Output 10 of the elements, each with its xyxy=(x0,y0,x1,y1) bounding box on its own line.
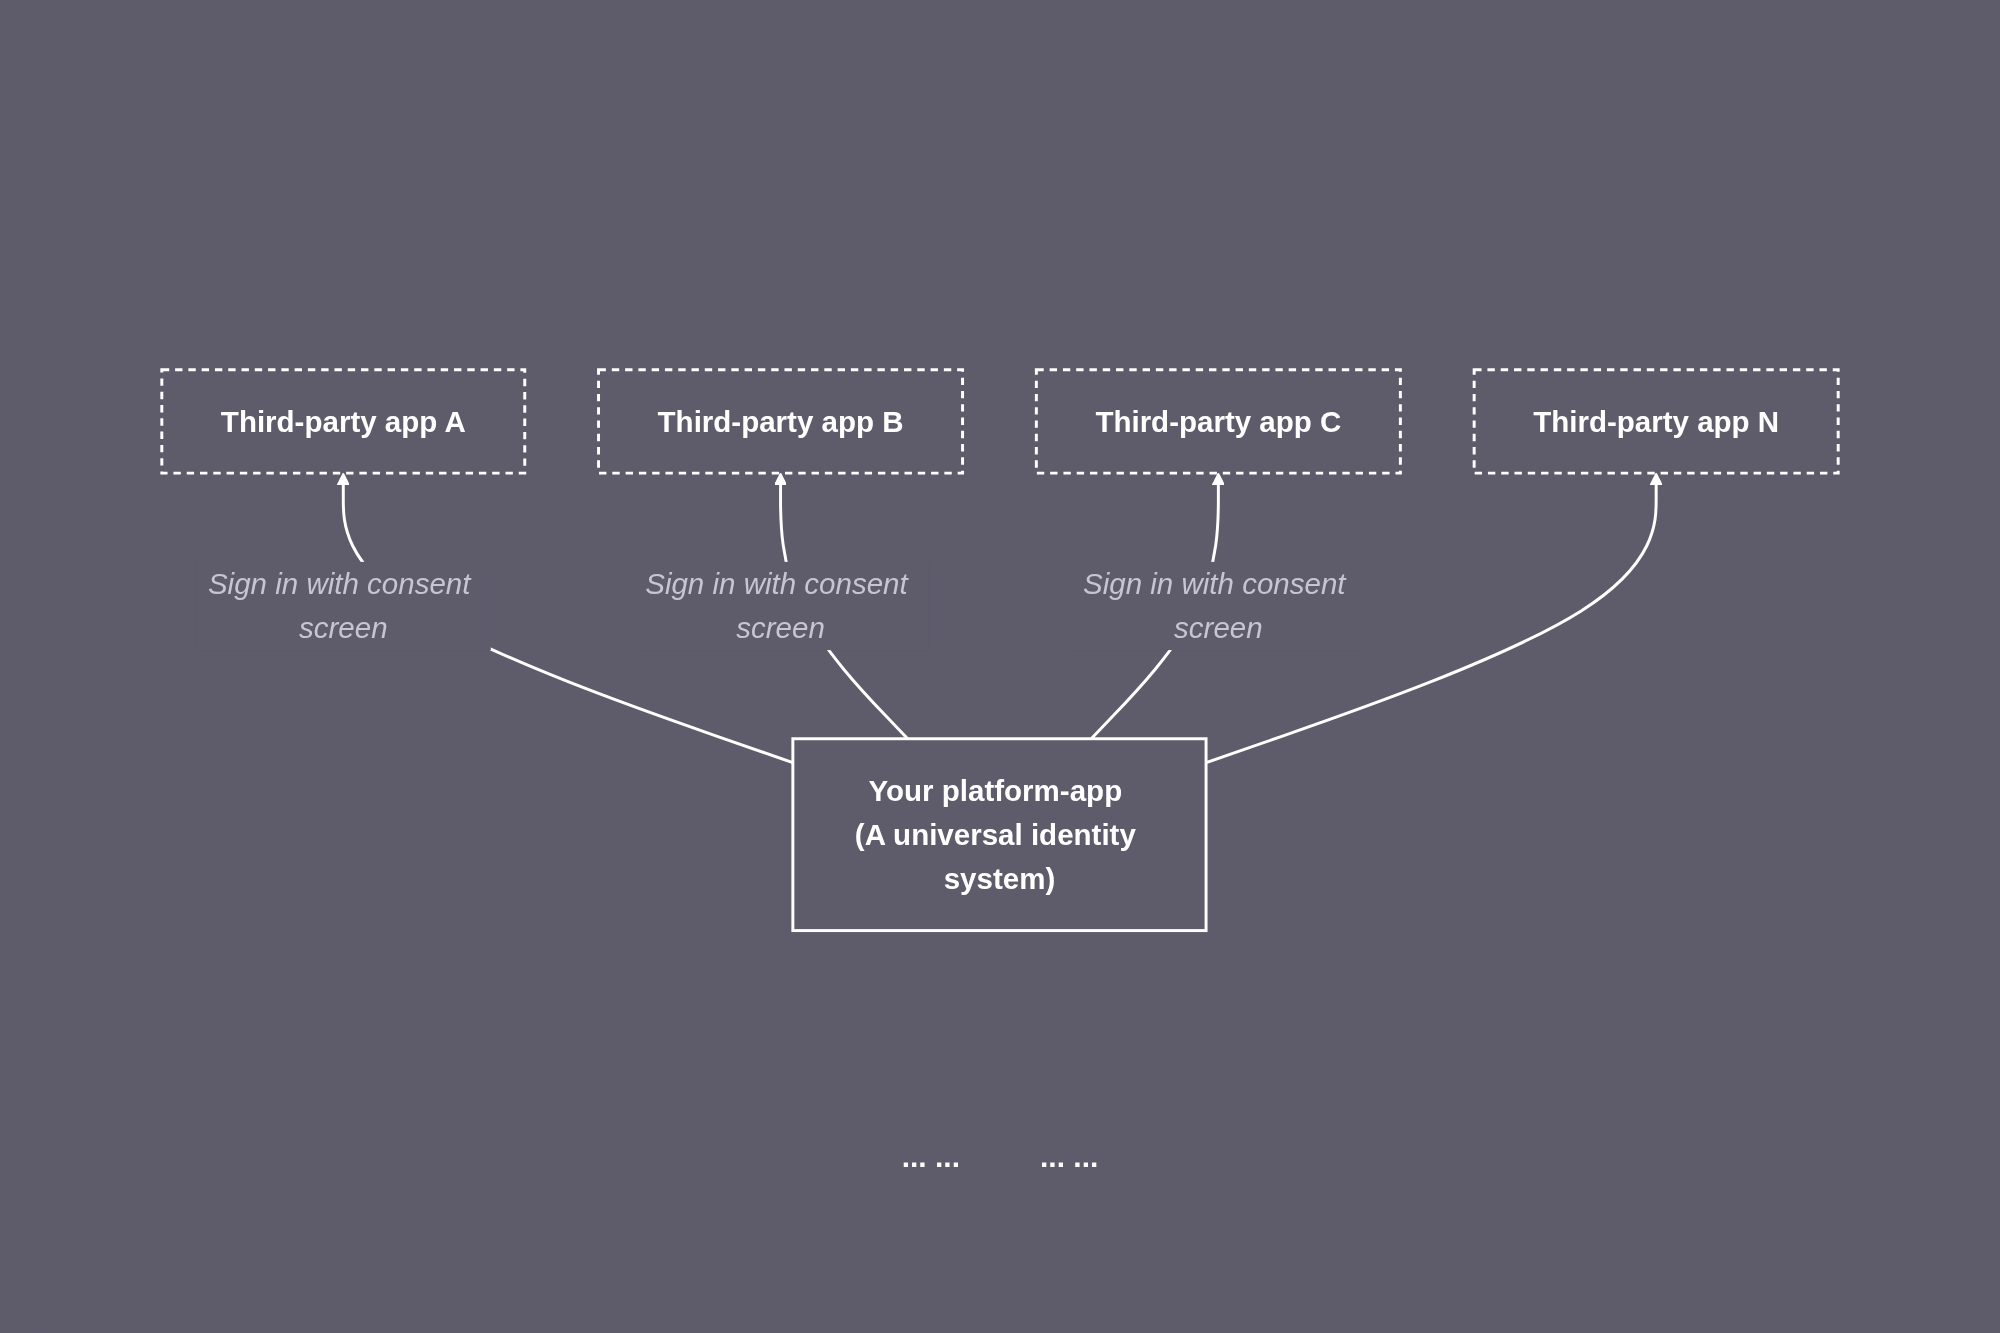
edge-label: Sign in with consent screen xyxy=(1083,567,1346,645)
edge-label: Sign in with consent screen xyxy=(645,567,908,645)
ellipsis-text: ... ... xyxy=(1040,1140,1099,1174)
node-box: Your platform-app (A universal identity system) xyxy=(791,737,1208,932)
ellipsis-text: ... ... xyxy=(901,1140,960,1174)
edge-label: Sign in with consent screen xyxy=(207,567,471,645)
node-box: Third-party app C xyxy=(1034,368,1402,475)
node-box: Third-party app B xyxy=(597,368,965,475)
node-box: Third-party app N xyxy=(1472,368,1840,475)
node-box: Third-party app A xyxy=(160,368,527,475)
